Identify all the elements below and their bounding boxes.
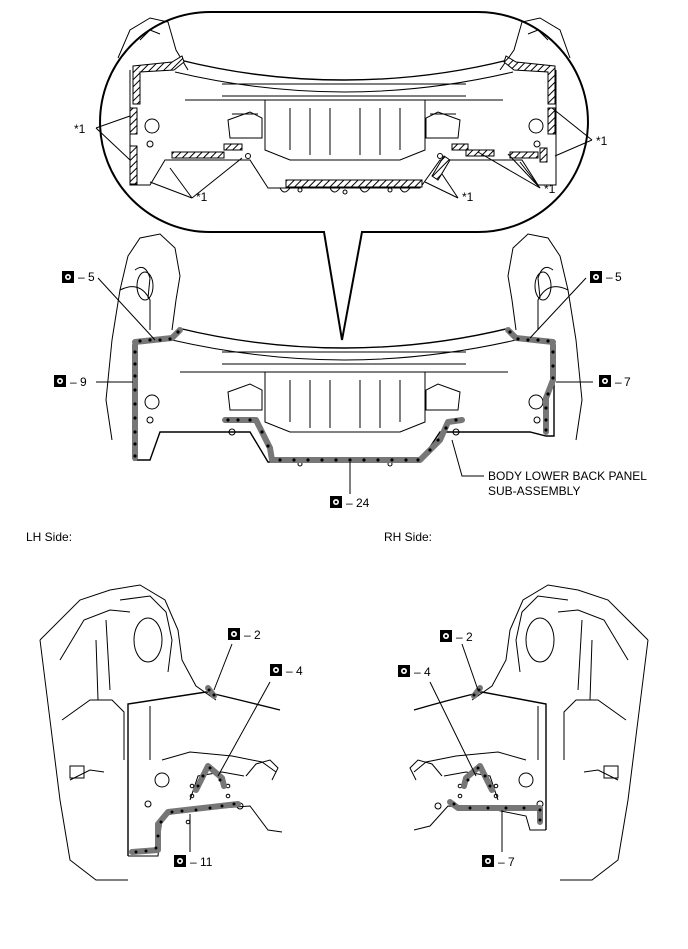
main-leaders (96, 277, 593, 494)
svg-text:2: 2 (466, 630, 473, 644)
svg-text:–: – (190, 855, 197, 869)
part-label-line2: SUB-ASSEMBLY (488, 484, 580, 498)
detail-panel-drawing (117, 17, 571, 195)
main-weld-dots (133, 330, 555, 462)
detail-bubble (99, 11, 589, 341)
callout-rh-middle: – 4 (398, 665, 431, 679)
svg-text:–: – (346, 496, 353, 510)
lh-leaders (189, 643, 271, 852)
svg-text:4: 4 (296, 664, 303, 678)
callout-main-lh-side: – 9 (54, 375, 87, 389)
svg-text:–: – (70, 375, 77, 389)
callout-rh-upper: – 2 (440, 630, 473, 644)
callout-main-bottom: – 24 (330, 496, 370, 510)
callout-lh-upper: – 2 (228, 628, 261, 642)
svg-text:11: 11 (200, 855, 213, 869)
svg-text:5: 5 (615, 270, 622, 284)
callout-lh-lower: – 11 (174, 855, 213, 869)
lh-side-title: LH Side: (26, 530, 72, 544)
svg-text:2: 2 (254, 628, 261, 642)
svg-text:–: – (78, 270, 85, 284)
detail-callouts: *1 *1 *1 *1 *1 (74, 122, 608, 204)
svg-text:9: 9 (80, 375, 87, 389)
svg-text:–: – (244, 628, 251, 642)
lh-side-drawing (39, 584, 283, 881)
callout-main-rh-upper: – 5 (590, 270, 622, 284)
callout-detail-rh: *1 (596, 134, 608, 148)
callout-detail-lower-rh: *1 (544, 182, 556, 196)
rh-side-drawing (409, 584, 649, 881)
callout-detail-lh: *1 (74, 122, 86, 136)
svg-text:–: – (286, 664, 293, 678)
svg-text:–: – (414, 665, 421, 679)
detail-leaders (95, 107, 593, 199)
svg-text:–: – (498, 855, 505, 869)
callout-main-rh-side: – 7 (599, 375, 631, 389)
callout-main-lh-upper: – 5 (62, 270, 95, 284)
svg-text:5: 5 (88, 270, 95, 284)
rh-side-title: RH Side: (384, 530, 432, 544)
callout-detail-lower-center: *1 (462, 190, 474, 204)
svg-text:24: 24 (356, 496, 370, 510)
rh-weld-dots (452, 688, 542, 822)
part-label-line1: BODY LOWER BACK PANEL (488, 469, 647, 483)
svg-text:–: – (606, 270, 613, 284)
lh-weld-seams[interactable] (129, 685, 241, 855)
svg-text:–: – (615, 375, 622, 389)
svg-text:7: 7 (508, 855, 515, 869)
svg-text:4: 4 (424, 665, 431, 679)
callout-detail-lower-lh: *1 (196, 190, 208, 204)
callout-lh-middle: – 4 (270, 664, 303, 678)
svg-text:–: – (456, 630, 463, 644)
rh-leaders (429, 643, 503, 852)
svg-text:7: 7 (624, 375, 631, 389)
lh-weld-dots (134, 688, 236, 854)
main-weld-seams[interactable] (132, 327, 556, 463)
callout-rh-lower: – 7 (482, 855, 515, 869)
adhesive-areas[interactable] (129, 55, 556, 188)
